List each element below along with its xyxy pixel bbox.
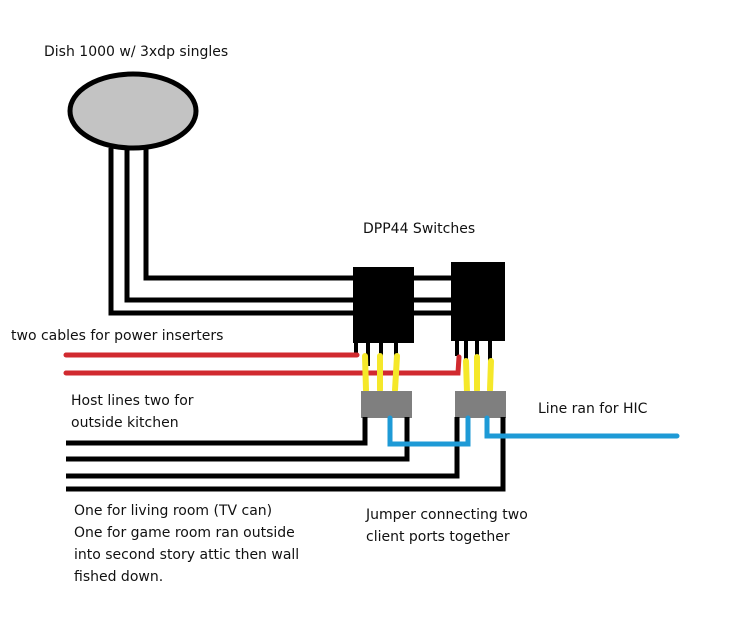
dish-cables [108, 148, 458, 316]
rooms-label-4: fished down. [74, 569, 164, 585]
dish-icon [67, 71, 199, 151]
hic-label: Line ran for HIC [538, 401, 648, 417]
power-cables [63, 352, 462, 376]
output-living-room [66, 417, 460, 479]
power-label: two cables for power inserters [11, 328, 224, 344]
jumper-label-1: Jumper connecting two [366, 507, 528, 523]
jumper-label-2: client ports together [366, 529, 510, 545]
jumper-cable [387, 415, 471, 447]
power-cable-2 [63, 354, 462, 376]
rooms-label-3: into second story attic then wall [74, 547, 300, 563]
dish-cable-1 [143, 148, 360, 281]
rooms-label-1: One for living room (TV can) [74, 503, 273, 519]
dish-cable-3 [108, 148, 360, 316]
dish-cable-2 [124, 148, 360, 303]
port-block-1 [361, 391, 412, 418]
output-cables [66, 417, 506, 492]
switch-pins [354, 340, 492, 366]
switch-1-icon [353, 267, 414, 343]
yellow-connectors [362, 353, 494, 395]
rooms-label-2: One for game room ran outside [74, 525, 295, 541]
hic-cable [484, 415, 680, 439]
output-game-room [66, 417, 506, 492]
output-kitchen-1 [66, 417, 368, 446]
port-block-2 [455, 391, 506, 418]
host-lines-label-1: Host lines two for [71, 393, 194, 409]
switch-2-icon [451, 262, 505, 341]
switches-label: DPP44 Switches [363, 221, 476, 237]
jumper-cables [387, 415, 680, 447]
host-lines-label-2: outside kitchen [71, 415, 179, 431]
output-kitchen-2 [66, 417, 410, 462]
dish-label: Dish 1000 w/ 3xdp singles [44, 44, 229, 60]
